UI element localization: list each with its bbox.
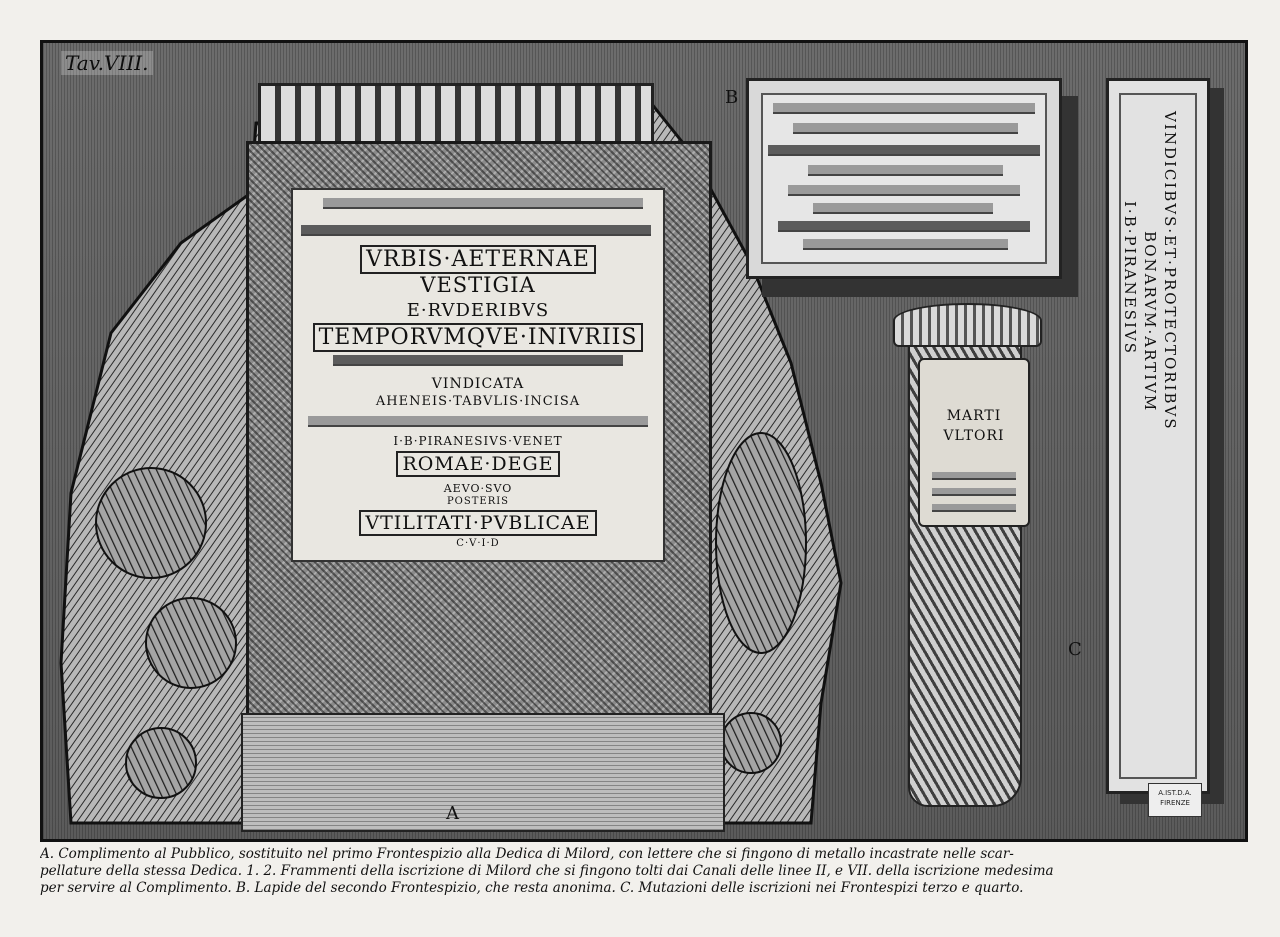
channel-line [778, 221, 1030, 232]
column-inscription-line-2: VLTORI [943, 428, 1005, 444]
engraving-plate: Tav.VIII. [40, 40, 1248, 842]
inscription-line-8: ROMAE·DEGE [396, 451, 560, 477]
inscription-line-5: VINDICATA [431, 376, 525, 392]
column-inscription-line-1: MARTI [946, 408, 1002, 424]
channel-line [323, 198, 643, 209]
column-c: MARTI VLTORI [893, 303, 1042, 823]
label-c: C [1068, 639, 1082, 660]
channel-line [932, 488, 1016, 496]
plate-label: Tav.VIII. [61, 51, 153, 75]
stamp-line-1: A.IST.D.A. [1158, 789, 1192, 797]
channel-line [301, 225, 651, 236]
caption-line-2: pellature della stessa Dedica. 1. 2. Fra… [40, 863, 1054, 879]
channel-line [932, 472, 1016, 480]
inscription-line-7: I·B·PIRANESIVS·VENET [393, 434, 563, 448]
strip-inscription-line-2: BONARVM·ARTIVM [1141, 231, 1159, 413]
inscription-line-3: E·RVDERIBVS [406, 300, 550, 321]
plate-caption: A. Complimento al Pubblico, sostituito n… [40, 846, 1248, 897]
stamp-line-2: FIRENZE [1160, 799, 1190, 807]
channel-line [793, 123, 1018, 134]
strip-tablet: VINDICIBVS·ET·PROTECTORIBVS BONARVM·ARTI… [1106, 78, 1210, 794]
channel-line [788, 185, 1020, 196]
strip-tablet-panel [1119, 93, 1197, 779]
inscription-tablet: VRBIS·AETERNAE VESTIGIA E·RVDERIBVS TEMP… [291, 188, 665, 562]
channel-line [768, 145, 1040, 156]
channel-line [333, 355, 623, 366]
channel-line [803, 239, 1008, 250]
archive-stamp: A.IST.D.A. FIRENZE [1148, 783, 1202, 817]
channel-line [773, 103, 1035, 114]
fragment-a: VRBIS·AETERNAE VESTIGIA E·RVDERIBVS TEMP… [51, 63, 851, 833]
channel-line [808, 165, 1003, 176]
caption-line-3: per servire al Complimento. B. Lapide de… [40, 880, 1024, 896]
channel-line [813, 203, 993, 214]
column-capital [893, 303, 1042, 347]
strip-inscription-line-3: I·B·PIRANESIVS [1121, 201, 1139, 356]
inscription-line-6: AHENEIS·TABVLIS·INCISA [375, 394, 581, 409]
inscription-line-9: AEVO·SVO [443, 482, 513, 495]
strip-inscription-line-1: VINDICIBVS·ET·PROTECTORIBVS [1161, 111, 1179, 431]
monument-base [241, 713, 725, 832]
label-b: B [725, 87, 739, 108]
dedication-monument: VRBIS·AETERNAE VESTIGIA E·RVDERIBVS TEMP… [241, 83, 725, 832]
dentil-cornice [258, 83, 654, 149]
inscription-line-12: C·V·I·D [456, 538, 500, 549]
inscription-line-1: VRBIS·AETERNAE [360, 245, 596, 274]
channel-line [932, 504, 1016, 512]
inscription-line-4: TEMPORVMQVE·INIVRIIS [312, 323, 644, 352]
inscription-line-11: VTILITATI·PVBLICAE [359, 510, 597, 536]
tablet-b-panel [761, 93, 1047, 264]
channel-line [308, 416, 648, 427]
inscription-line-2: VESTIGIA [420, 273, 536, 297]
column-tablet: MARTI VLTORI [918, 358, 1030, 527]
caption-line-1: A. Complimento al Pubblico, sostituito n… [40, 846, 1014, 862]
tablet-b [746, 78, 1062, 279]
inscription-line-10: POSTERIS [446, 496, 510, 507]
label-a: A [446, 803, 459, 824]
